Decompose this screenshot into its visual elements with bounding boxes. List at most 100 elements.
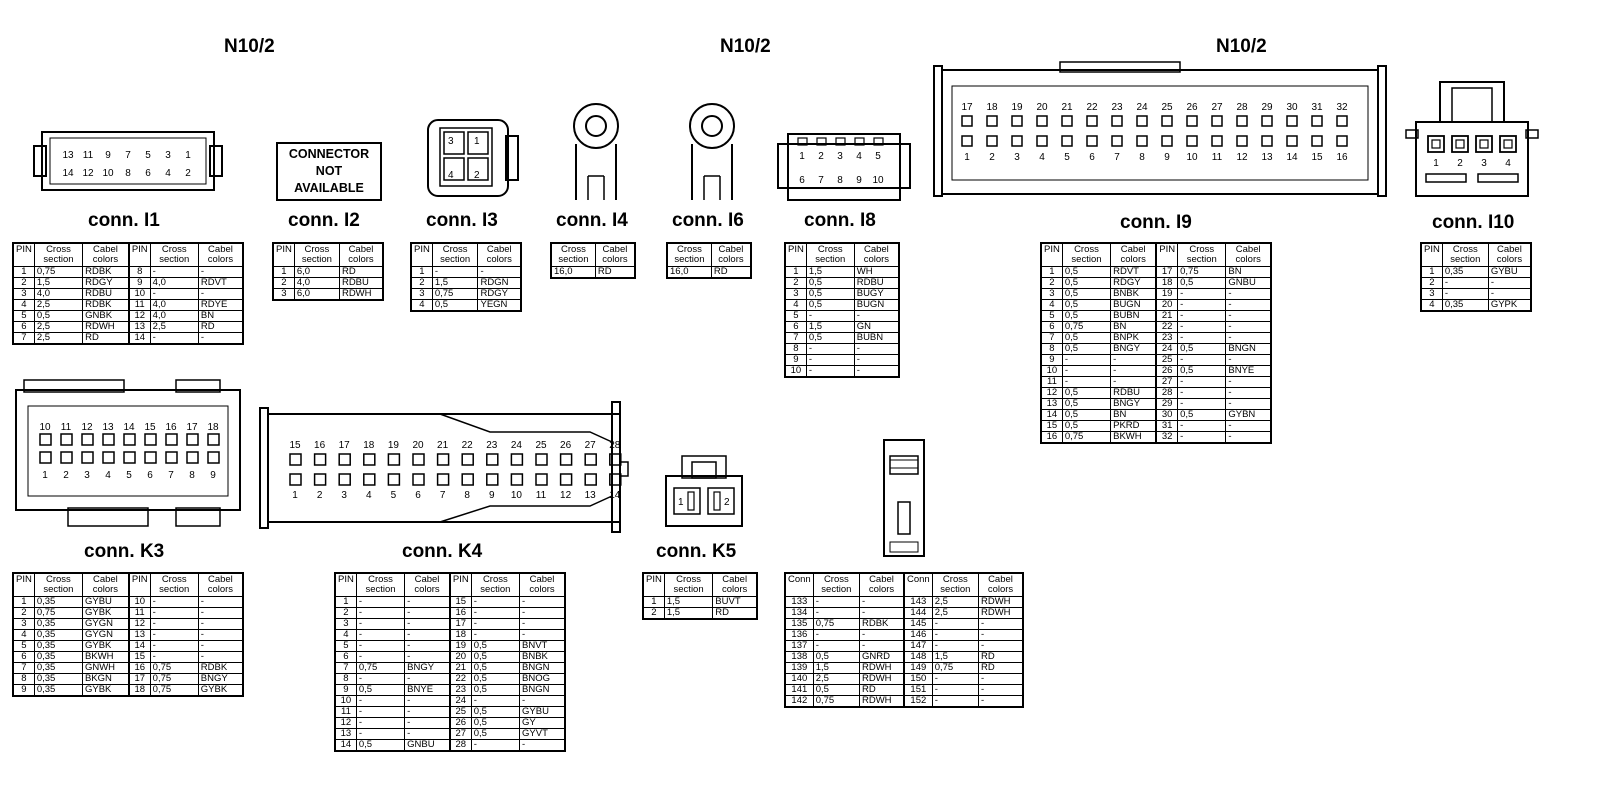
table-cell: -	[1177, 332, 1227, 344]
table-cell: 7	[12, 662, 35, 674]
i3-pin-3: 3	[448, 136, 454, 147]
table-cell: 1,5	[805, 266, 855, 278]
table-cell: GYBU	[519, 706, 566, 718]
table-cell: 25	[1155, 354, 1179, 366]
i1-pin-number: 10	[102, 168, 114, 179]
table-cell: RDWH	[858, 662, 905, 674]
table-cell: -	[977, 640, 1024, 652]
table-row: 1--15--	[334, 596, 566, 608]
table-cell: 1	[12, 596, 35, 608]
table-cell: 4	[12, 629, 35, 641]
table-cell: 140	[784, 673, 814, 685]
table-cell: 0,75	[1061, 431, 1112, 443]
i10-socket-inner	[1479, 139, 1489, 149]
table-cell: 135	[784, 618, 814, 630]
table-cell: -	[1225, 376, 1272, 388]
table-cell: 0,35	[33, 640, 83, 652]
k4-pin-number: 21	[437, 440, 449, 451]
k3-socket	[39, 433, 52, 446]
i9-socket	[1211, 135, 1223, 147]
k3-pin-number: 8	[189, 470, 195, 481]
table-cell: 146	[902, 629, 933, 641]
column-header: Cross section	[470, 572, 521, 597]
table-cell: -	[1225, 354, 1272, 366]
k4-socket	[363, 473, 376, 486]
table-cell: 0,5	[1061, 387, 1112, 399]
table-cell: -	[931, 695, 979, 707]
table-cell: 13	[334, 728, 357, 740]
table-cell: -	[977, 695, 1024, 707]
table-cell: 9	[127, 277, 151, 289]
k4-socket	[363, 453, 376, 466]
table-cell: 2,5	[33, 321, 84, 333]
table-cell: -	[197, 651, 244, 663]
i8-pin-number: 1	[799, 151, 805, 162]
table-cell: 18	[448, 629, 472, 641]
i9-socket	[1011, 135, 1023, 147]
i9-pin-number: 8	[1139, 152, 1145, 163]
column-header: Cabel colors	[1225, 242, 1272, 267]
i9-pin-number: 1	[964, 152, 970, 163]
k4-pin-number: 28	[609, 440, 621, 451]
i8-pin-number: 8	[837, 175, 843, 186]
table-cell: RD	[197, 321, 244, 333]
table-cell: 15	[1040, 420, 1063, 432]
k4-pin-number: 25	[535, 440, 547, 451]
table-cell: -	[355, 651, 406, 663]
table-cell: 1,5	[805, 321, 855, 333]
table-cell: GYBK	[81, 684, 130, 696]
k4-pin-number: 22	[462, 440, 474, 451]
connector-i2-not-available: CONNECTOR NOT AVAILABLE	[276, 142, 382, 201]
table-cell: 143	[902, 596, 933, 608]
k3-pin-number: 16	[165, 422, 177, 433]
table-cell: 0,5	[470, 717, 521, 729]
table-cell: -	[1225, 420, 1272, 432]
k5-pin-1: 1	[678, 497, 684, 508]
i10-socket	[1475, 135, 1493, 153]
table-cell: 14	[127, 640, 151, 652]
i9-socket	[1161, 135, 1173, 147]
k4-pin-number: 18	[363, 440, 375, 451]
column-header: Cabel colors	[338, 242, 384, 267]
table-cell: -	[805, 354, 855, 366]
table-cell: RDWH	[977, 607, 1024, 619]
table-cell: 25	[448, 706, 472, 718]
table-cell: 10	[334, 695, 357, 707]
table-cell: -	[355, 695, 406, 707]
table-cell: -	[931, 618, 979, 630]
k3-pin-number: 17	[186, 422, 198, 433]
table-cell: 8	[127, 266, 151, 278]
table-cell: 0,5	[1061, 398, 1112, 410]
table-cell: -	[470, 739, 521, 751]
k3-socket	[186, 451, 199, 464]
connector-i3-drawing: 3 1 4 2	[427, 119, 519, 197]
table-cell: -	[1061, 365, 1112, 377]
column-header: PIN	[334, 572, 357, 597]
table-cell: 8	[784, 343, 807, 355]
i8-pin-number: 3	[837, 151, 843, 162]
table-cell: -	[1225, 387, 1272, 399]
table-cell: 14	[1040, 409, 1063, 421]
table-cell: -	[1061, 354, 1112, 366]
i10-pin-number: 1	[1433, 158, 1439, 169]
table-cell: BUGY	[853, 288, 900, 300]
i9-socket	[1036, 135, 1048, 147]
table-cell: -	[470, 596, 521, 608]
k4-socket	[535, 473, 548, 486]
table-cell: 2	[784, 277, 807, 289]
table-cell: 0,75	[149, 673, 199, 685]
table-cell: -	[149, 640, 199, 652]
table-cell: 4	[12, 299, 35, 311]
table-cell: -	[1110, 376, 1157, 388]
